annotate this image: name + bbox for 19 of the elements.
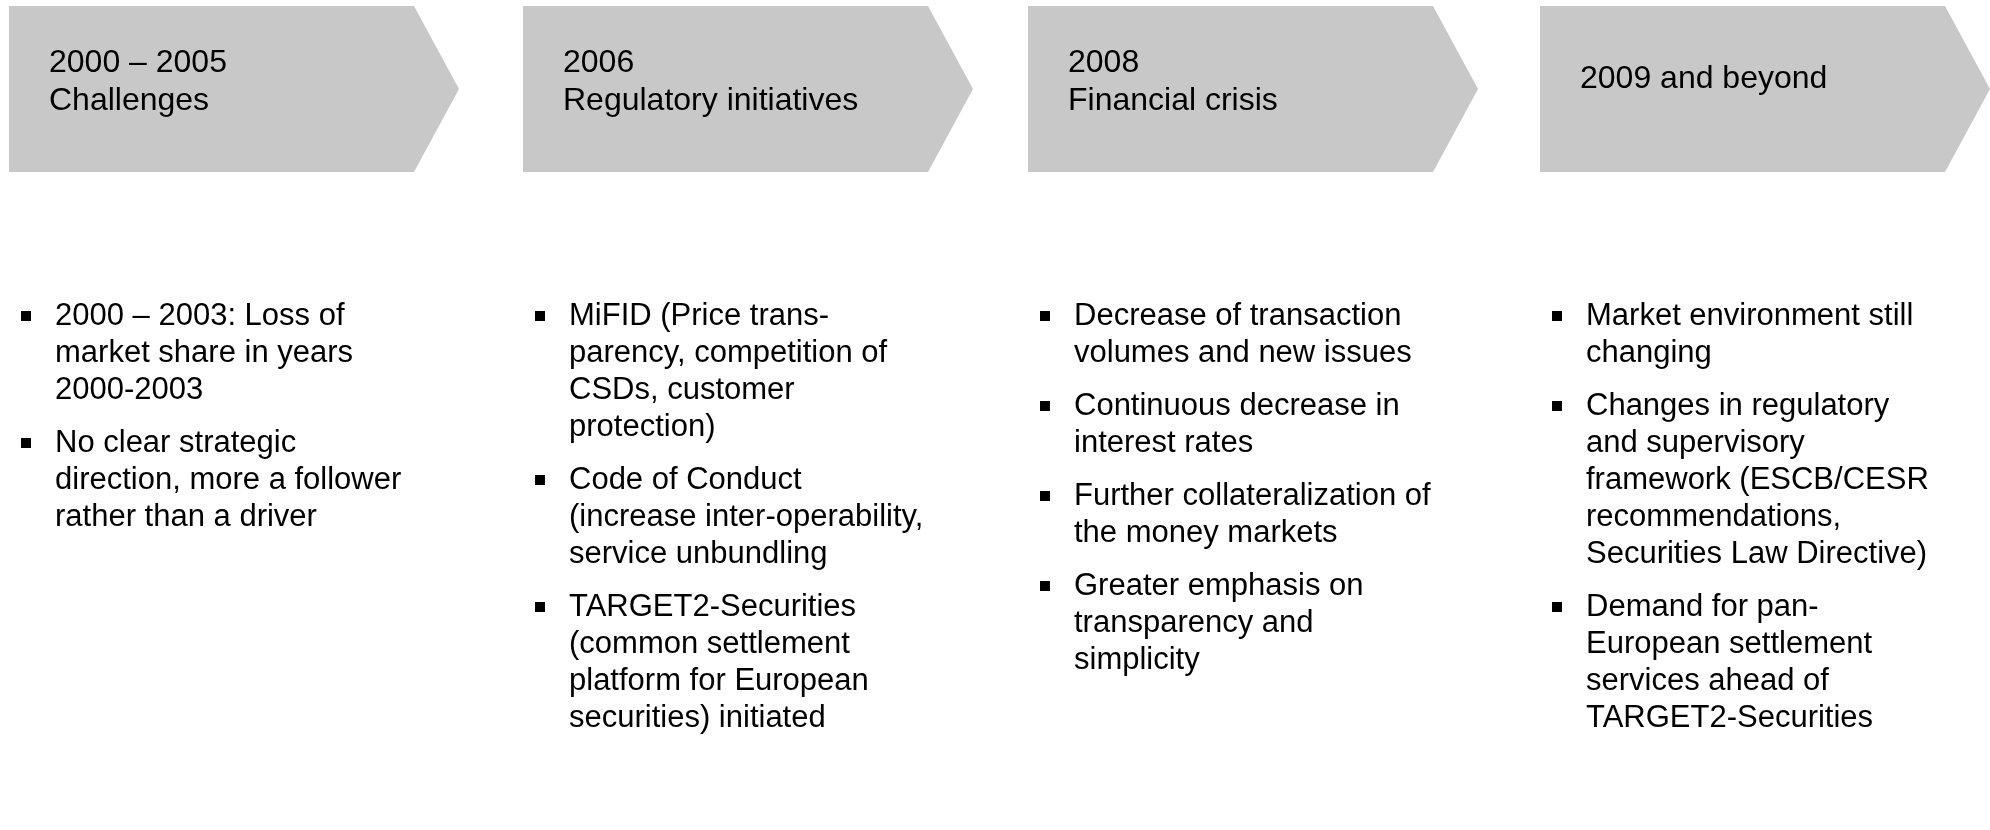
bullet-text: 2000 – 2003: Loss of market share in years 2000-2003 — [55, 296, 355, 407]
phase-heading: Financial crisis — [1068, 80, 1279, 118]
bullet-text: Code of Conduct (increase inter-operability, service unbundling — [569, 460, 925, 571]
phase-heading: 2009 and beyond — [1580, 58, 1829, 96]
bullet-text: Decrease of transaction volumes and new issues — [1074, 296, 1413, 370]
bullet-text: Demand for pan-European settlement services ahead of TARGET2-Securities — [1586, 587, 1875, 735]
bullet-text: No clear strategic direction, more a follower rather than a driver — [55, 423, 403, 534]
bullet-text: Greater emphasis on transparency and simplicity — [1074, 566, 1365, 677]
phase-heading: 2000 – 2005 — [49, 42, 228, 80]
phase-heading: Challenges — [49, 80, 211, 118]
phase-heading: 2008 — [1068, 42, 1141, 80]
bullet-text: MiFID (Price trans-parency, competition of CSDs, customer protection) — [569, 296, 889, 444]
phase-heading: 2006 — [563, 42, 636, 80]
bullet-text: Changes in regulatory and supervisory framework (ESCB/CESR recommendations, Securities Law Directive) — [1586, 386, 1930, 571]
bullet-text: Further collateralization of the money markets — [1074, 476, 1432, 550]
phase-heading: Regulatory initiatives — [563, 80, 860, 118]
bullet-text: Continuous decrease in interest rates — [1074, 386, 1401, 460]
bullet-text: TARGET2-Securities (common settlement platform for European securities) initiated — [569, 587, 870, 735]
bullet-text: Market environment still changing — [1586, 296, 1915, 370]
